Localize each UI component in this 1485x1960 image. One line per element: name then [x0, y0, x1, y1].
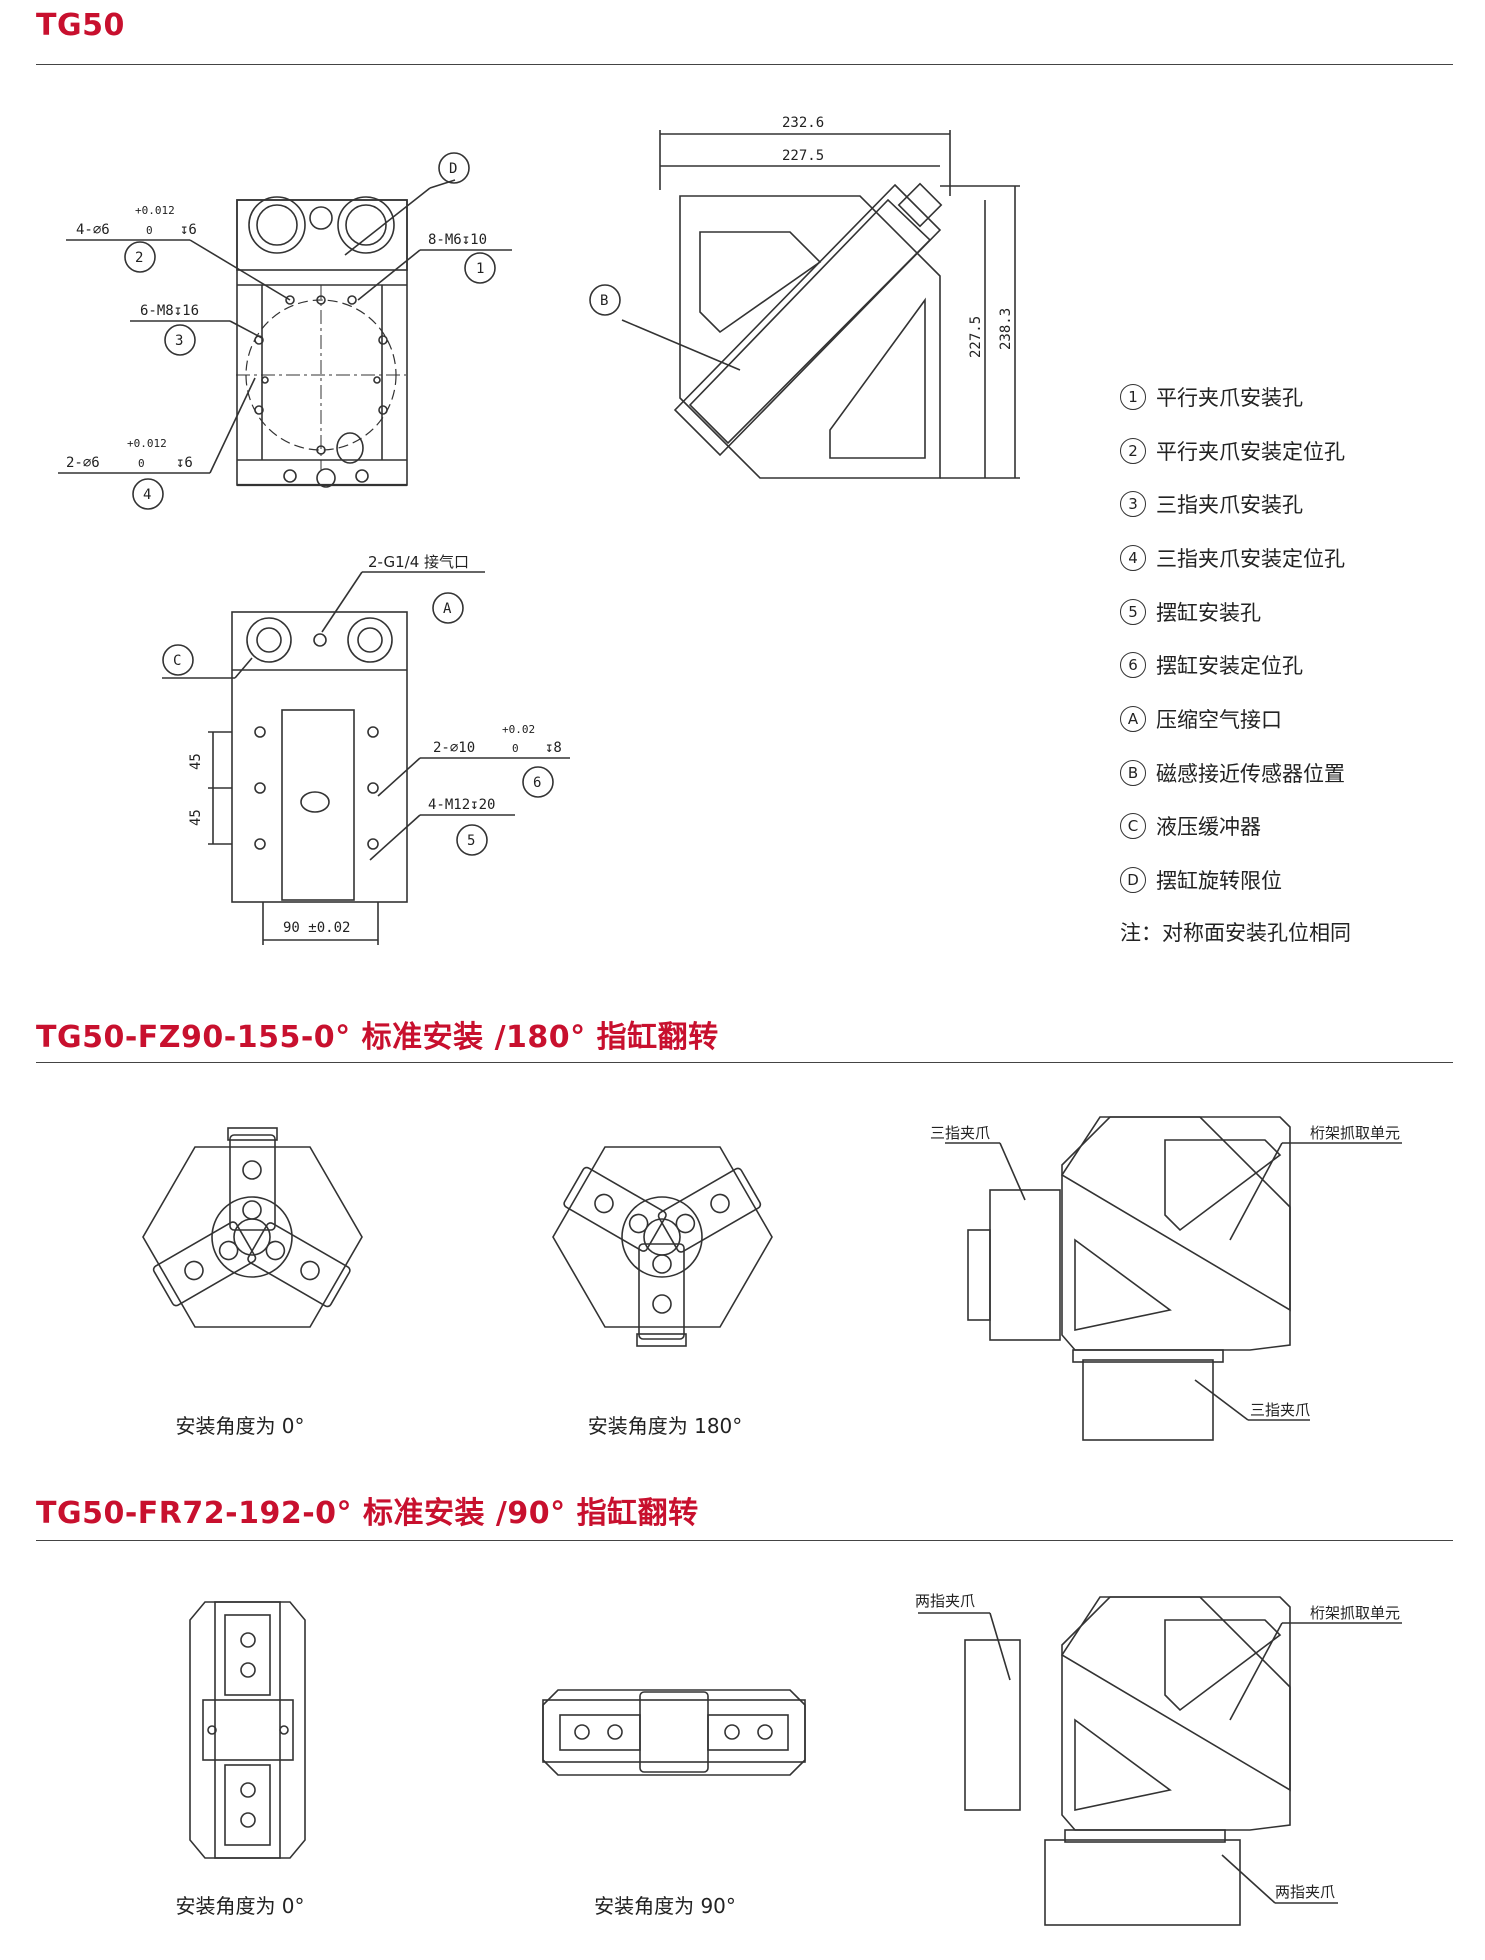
hole-note-6: 2-∅10 [433, 740, 475, 756]
callout-4: 4 [143, 487, 151, 503]
legend-mark: A [1120, 705, 1146, 732]
legend-mark: B [1120, 759, 1146, 786]
callout-5: 5 [467, 833, 475, 849]
three-finger-0-drawing [142, 1127, 363, 1328]
callout-C: C [173, 653, 181, 669]
caption-fr72-90: 安装角度为 90° [594, 1894, 736, 1918]
hole-note-2: 4-∅6 [76, 222, 110, 238]
callout-3: 3 [175, 333, 183, 349]
legend-text: 平行夹爪安装定位孔 [1156, 439, 1345, 464]
label-truss-unit: 桁架抓取单元 [1310, 1604, 1400, 1622]
legend-item: 3 三指夹爪安装孔 [1120, 477, 1450, 531]
legend-mark: C [1120, 813, 1146, 840]
legend-mark: 4 [1120, 544, 1146, 571]
legend-item: A 压缩空气接口 [1120, 692, 1450, 746]
hole-note-2-depth: ↧6 [180, 222, 197, 238]
callout-A: A [443, 601, 452, 617]
three-finger-assembly-drawing [945, 1116, 1402, 1441]
side-view-drawing [589, 130, 1020, 479]
legend-text: 平行夹爪安装孔 [1156, 385, 1303, 410]
section-divider [36, 64, 1453, 65]
legend-item: 1 平行夹爪安装孔 [1120, 370, 1450, 424]
section-title-tg50: TG50 [36, 8, 125, 43]
hole-note-1: 8-M6↧10 [428, 232, 487, 248]
legend-mark: 5 [1120, 598, 1146, 625]
two-finger-0-drawing [189, 1601, 306, 1859]
label-truss-unit: 桁架抓取单元 [1310, 1124, 1400, 1142]
hole-note-4-tolerance-zero: 0 [138, 457, 145, 470]
two-finger-90-drawing [542, 1689, 806, 1776]
section-title-fz90: TG50-FZ90-155-0° 标准安装 /180° 指缸翻转 [36, 1020, 719, 1055]
callout-1: 1 [476, 261, 484, 277]
label-two-finger-bottom: 两指夹爪 [1275, 1883, 1335, 1901]
legend-note: 注：对称面安装孔位相同 [1120, 920, 1351, 945]
caption-fz90-180: 安装角度为 180° [587, 1414, 743, 1438]
section-divider [36, 1062, 1453, 1063]
callout-B: B [600, 293, 608, 309]
callout-D: D [449, 161, 457, 177]
legend-text: 磁感接近传感器位置 [1156, 761, 1345, 786]
section-divider [36, 1540, 1453, 1541]
label-three-finger-bottom: 三指夹爪 [1250, 1401, 1310, 1419]
two-finger-assembly-drawing [918, 1596, 1402, 1926]
hole-note-5: 4-M12↧20 [428, 797, 495, 813]
label-three-finger-top: 三指夹爪 [930, 1124, 990, 1142]
legend-item: 6 摆缸安装定位孔 [1120, 638, 1450, 692]
legend-item: 2 平行夹爪安装定位孔 [1120, 424, 1450, 478]
legend-text: 三指夹爪安装孔 [1156, 493, 1303, 518]
hole-note-4-depth: ↧6 [176, 455, 193, 471]
legend-mark: 2 [1120, 437, 1146, 464]
dim-45-upper: 45 [188, 753, 204, 770]
label-two-finger-top: 两指夹爪 [915, 1592, 975, 1610]
dim-45-lower: 45 [188, 809, 204, 826]
hole-note-2-tolerance-zero: 0 [146, 224, 153, 237]
dim-right-inner: 227.5 [968, 316, 984, 358]
legend-item: D 摆缸旋转限位 [1120, 853, 1450, 907]
legend-text: 液压缓冲器 [1156, 815, 1261, 840]
hole-note-4-tolerance: +0.012 [127, 437, 167, 450]
legend-item: 5 摆缸安装孔 [1120, 585, 1450, 639]
hole-note-6-tolerance: +0.02 [502, 723, 535, 736]
legend-item: C 液压缓冲器 [1120, 800, 1450, 854]
dim-90: 90 ±0.02 [283, 920, 350, 936]
dim-right-outer: 238.3 [998, 308, 1014, 350]
legend-text: 三指夹爪安装定位孔 [1156, 546, 1345, 571]
three-finger-180-drawing [552, 1146, 773, 1347]
legend-mark: 6 [1120, 652, 1146, 679]
section-title-fr72: TG50-FR72-192-0° 标准安装 /90° 指缸翻转 [36, 1496, 699, 1531]
legend-mark: 1 [1120, 383, 1146, 410]
callout-6: 6 [533, 775, 541, 791]
legend-mark: 3 [1120, 491, 1146, 518]
hole-note-2-tolerance: +0.012 [135, 204, 175, 217]
dim-second: 227.5 [782, 148, 824, 164]
drawing-annotations: D 1 2 3 4 4-∅6 +0.012 0 ↧6 8-M6↧10 6-M8↧… [66, 115, 1400, 1901]
legend-text: 摆缸旋转限位 [1156, 869, 1282, 894]
hole-note-4: 2-∅6 [66, 455, 100, 471]
legend-item: B 磁感接近传感器位置 [1120, 746, 1450, 800]
caption-fr72-0: 安装角度为 0° [175, 1894, 305, 1918]
legend-text: 摆缸安装定位孔 [1156, 654, 1303, 679]
hole-note-6-tolerance-zero: 0 [512, 742, 519, 755]
top-view-drawing [58, 152, 512, 510]
hole-note-3: 6-M8↧16 [140, 303, 199, 319]
legend-text: 压缩空气接口 [1156, 707, 1282, 732]
dim-top: 232.6 [782, 115, 824, 131]
front-view-drawing [162, 571, 570, 945]
legend-mark: D [1120, 867, 1146, 894]
caption-fz90-0: 安装角度为 0° [175, 1414, 305, 1438]
air-port-note: 2-G1/4 接气口 [368, 553, 469, 571]
hole-note-6-depth: ↧8 [545, 740, 562, 756]
legend-text: 摆缸安装孔 [1156, 600, 1261, 625]
legend-item: 4 三指夹爪安装定位孔 [1120, 531, 1450, 585]
callout-2: 2 [135, 250, 143, 266]
legend: 1 平行夹爪安装孔 2 平行夹爪安装定位孔 3 三指夹爪安装孔 4 三指夹爪安装… [1120, 370, 1450, 947]
